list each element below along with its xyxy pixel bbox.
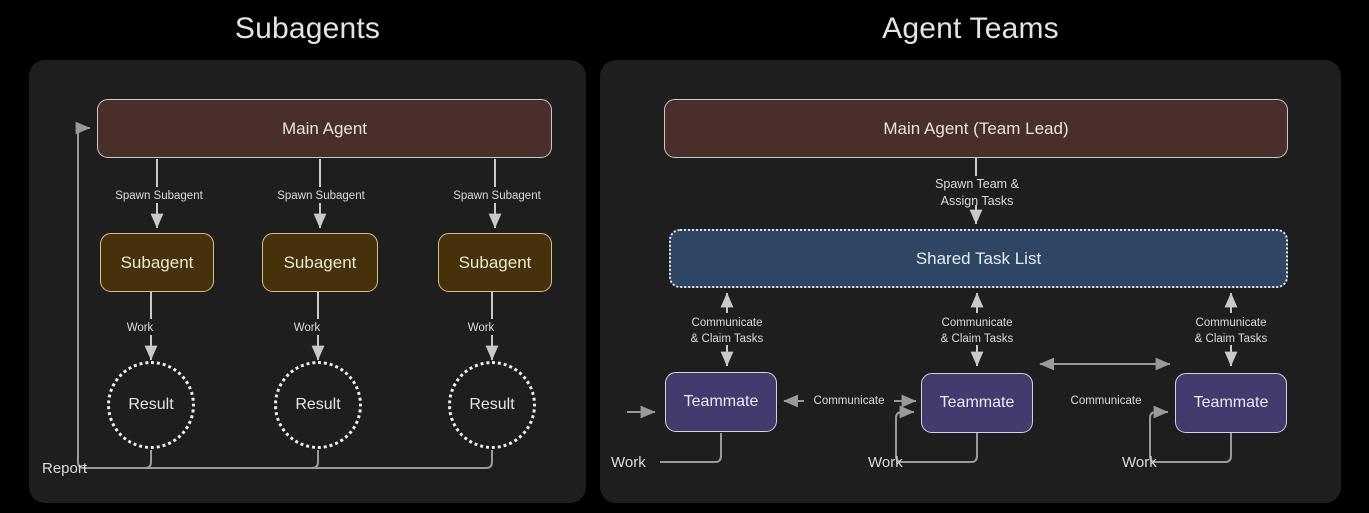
claim-tasks-label-3-line2: & Claim Tasks — [1194, 332, 1268, 345]
claim-tasks-label-1: Communicate & Claim Tasks — [659, 316, 795, 347]
spawn-team-label-line2: Assign Tasks — [940, 193, 1014, 208]
report-label: Report — [42, 460, 88, 477]
spawn-team-label: Spawn Team & Assign Tasks — [906, 176, 1048, 210]
teammate-work-label-3: Work — [1122, 454, 1157, 471]
subagent-node-2[interactable]: Subagent — [262, 233, 378, 292]
team-lead-node[interactable]: Main Agent (Team Lead) — [664, 99, 1288, 158]
result-node-1[interactable]: Result — [107, 361, 195, 449]
shared-task-list-node[interactable]: Shared Task List — [669, 229, 1288, 288]
main-agent-node[interactable]: Main Agent — [97, 99, 552, 158]
spawn-team-label-line1: Spawn Team & — [935, 177, 1019, 191]
subagent-node-3[interactable]: Subagent — [438, 233, 552, 292]
right-panel-title: Agent Teams — [882, 12, 1059, 45]
subagent-node-1[interactable]: Subagent — [100, 233, 214, 292]
work-label-3: Work — [467, 322, 495, 334]
communicate-label-1: Communicate — [813, 395, 885, 407]
spawn-subagent-label-3: Spawn Subagent — [453, 190, 541, 202]
claim-tasks-label-1-line2: & Claim Tasks — [690, 332, 764, 345]
communicate-label-2: Communicate — [1070, 395, 1142, 407]
claim-tasks-label-3: Communicate & Claim Tasks — [1163, 316, 1299, 347]
work-label-2: Work — [293, 322, 321, 334]
result-node-2[interactable]: Result — [274, 361, 362, 449]
teammate-work-label-2: Work — [868, 454, 903, 471]
teammate-work-label-1: Work — [611, 454, 646, 471]
claim-tasks-label-3-line1: Communicate — [1195, 317, 1267, 329]
spawn-subagent-label-1: Spawn Subagent — [115, 190, 203, 202]
result-node-3[interactable]: Result — [448, 361, 536, 449]
left-panel-title: Subagents — [234, 12, 381, 45]
spawn-subagent-label-2: Spawn Subagent — [277, 190, 365, 202]
teammate-node-3[interactable]: Teammate — [1175, 373, 1287, 433]
teammate-node-2[interactable]: Teammate — [921, 373, 1033, 433]
claim-tasks-label-1-line1: Communicate — [691, 317, 763, 329]
claim-tasks-label-2-line2: & Claim Tasks — [940, 332, 1014, 345]
teammate-node-1[interactable]: Teammate — [665, 372, 777, 432]
claim-tasks-label-2: Communicate & Claim Tasks — [909, 316, 1045, 347]
claim-tasks-label-2-line1: Communicate — [941, 317, 1013, 329]
work-label-1: Work — [126, 322, 154, 334]
